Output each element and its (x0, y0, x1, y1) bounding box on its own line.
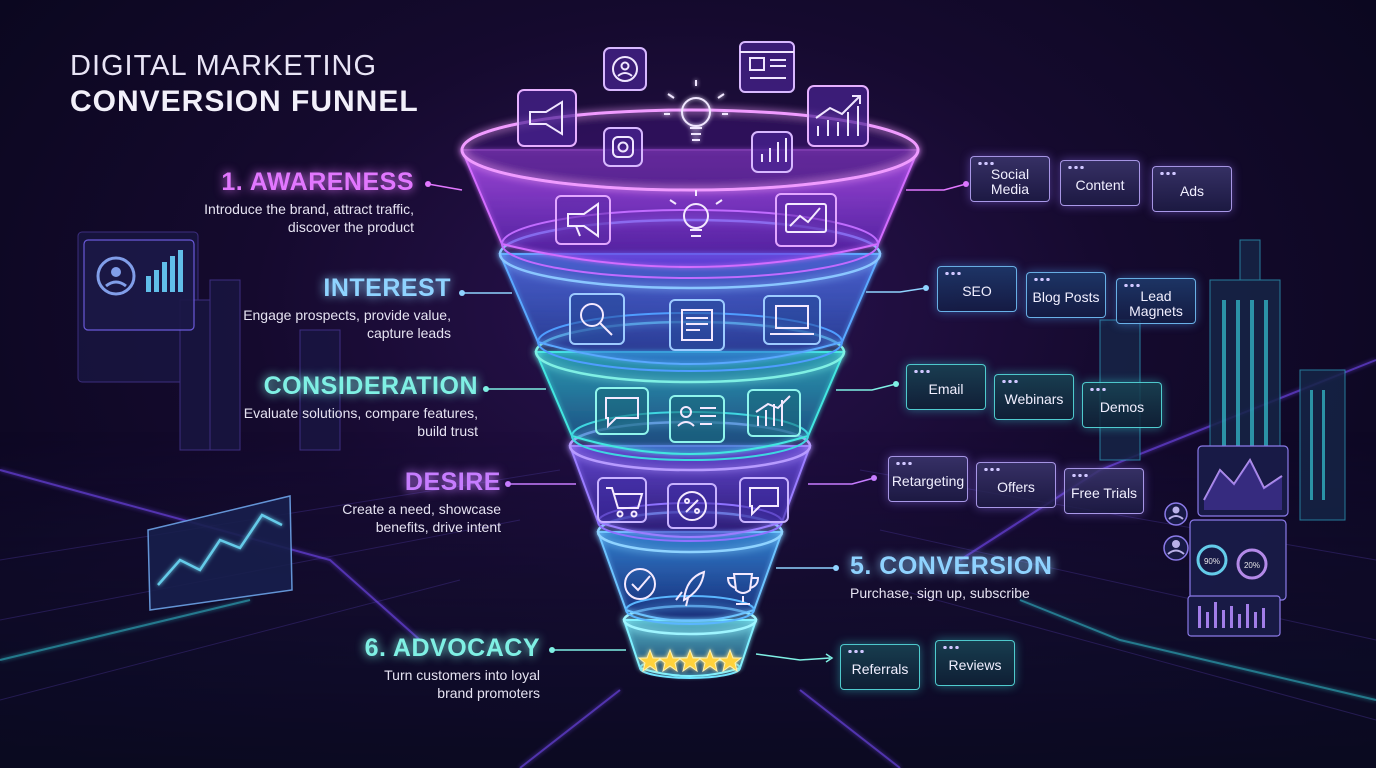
growth-chart-icon (807, 85, 869, 147)
page-title: DIGITAL MARKETING CONVERSION FUNNEL (70, 52, 419, 117)
chat-icon (595, 387, 649, 435)
tag-email: Email (906, 364, 986, 410)
stage-heading: 5. CONVERSION (850, 552, 1053, 580)
stage-consideration: CONSIDERATION Evaluate solutions, compar… (244, 374, 478, 440)
tag-social-media: Social Media (970, 156, 1050, 202)
connector-lines (425, 181, 969, 663)
right-dashboard-panel: 90% 20% (1163, 445, 1289, 637)
tag-webinars: Webinars (994, 374, 1074, 420)
readout-90: 90% (1204, 557, 1220, 566)
tag-ads: Ads (1152, 166, 1232, 212)
tag-referrals: Referrals (840, 644, 920, 690)
stage-conversion: 5. CONVERSION Purchase, sign up, subscri… (850, 554, 1052, 602)
stage-awareness: 1. AWARENESS Introduce the brand, attrac… (204, 170, 414, 236)
stage-heading: 1. AWARENESS (221, 168, 414, 196)
megaphone-icon (517, 89, 577, 147)
title-line-1: DIGITAL MARKETING (70, 50, 378, 82)
browser-window-icon (739, 41, 795, 93)
tag-seo: SEO (937, 266, 1017, 312)
bar-chart-icon (751, 131, 793, 173)
tag-offers: Offers (976, 462, 1056, 508)
tag-content: Content (1060, 160, 1140, 206)
rocket-icon (675, 570, 706, 607)
tag-free-trials: Free Trials (1064, 468, 1144, 514)
funnel-icons (555, 190, 837, 673)
stage-desc-line-2: capture leads (366, 324, 451, 341)
user-icon (603, 47, 647, 91)
tag-retargeting: Retargeting (888, 456, 968, 502)
trophy-icon (726, 573, 760, 605)
magnifier-icon (569, 293, 625, 345)
stage-desc-line-1: Create a need, showcase (342, 501, 501, 517)
tag-lead-magnets: Lead Magnets (1116, 278, 1196, 324)
lightbulb-icon (664, 80, 728, 141)
stage-desc-line-1: Introduce the brand, attract traffic, (204, 201, 414, 217)
stage-desc-line-1: Purchase, sign up, subscribe (850, 585, 1030, 601)
trend-monitor-icon (775, 193, 837, 247)
discount-badge-icon (667, 483, 717, 529)
tag-demos: Demos (1082, 382, 1162, 428)
stage-desc-line-2: build trust (417, 422, 478, 439)
lightbulb-icon (669, 190, 723, 237)
cart-icon (597, 477, 647, 523)
megaphone-icon (555, 195, 611, 245)
stage-desc-line-2: discover the product (287, 218, 414, 235)
stage-desc-line-1: Turn customers into loyal (384, 667, 540, 683)
stage-heading: CONSIDERATION (263, 372, 478, 400)
message-icon (739, 477, 789, 523)
profile-card-icon (669, 395, 725, 443)
floating-icons (517, 41, 869, 173)
stage-interest: INTEREST Engage prospects, provide value… (243, 276, 451, 342)
stage-heading: DESIRE (404, 468, 501, 496)
readout-20: 20% (1244, 561, 1260, 570)
left-dashboard-panel (83, 239, 195, 331)
stage-desc-line-1: Engage prospects, provide value, (243, 307, 451, 323)
stage-desc-line-2: benefits, drive intent (375, 518, 501, 535)
stage-heading: INTEREST (323, 274, 451, 302)
five-stars-icon (637, 648, 743, 673)
tag-reviews: Reviews (935, 640, 1015, 686)
stage-heading: 6. ADVOCACY (364, 634, 540, 662)
bar-chart-icon (747, 389, 801, 437)
checkmark-icon (624, 568, 656, 600)
tag-blog-posts: Blog Posts (1026, 272, 1106, 318)
instagram-icon (603, 127, 643, 167)
laptop-icon (763, 295, 821, 345)
stage-desire: DESIRE Create a need, showcase benefits,… (342, 470, 501, 536)
stage-desc-line-1: Evaluate solutions, compare features, (243, 405, 478, 421)
left-chart-panel (147, 495, 293, 611)
stage-advocacy: 6. ADVOCACY Turn customers into loyal br… (365, 636, 540, 702)
stage-desc-line-2: brand promoters (437, 684, 540, 701)
title-line-2: CONVERSION FUNNEL (70, 85, 419, 118)
newspaper-icon (669, 299, 725, 351)
